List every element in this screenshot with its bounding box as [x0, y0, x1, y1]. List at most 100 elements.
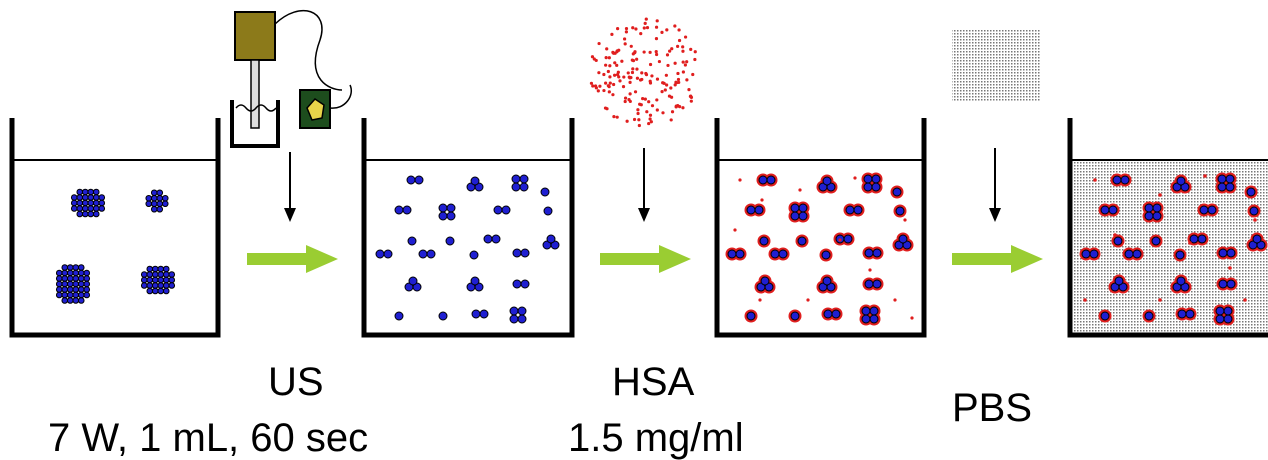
hsa-protein-dot — [657, 59, 662, 64]
coated-particle — [766, 175, 776, 185]
hsa-protein-dot — [693, 50, 697, 54]
hsa-protein-dot — [604, 81, 608, 85]
hsa-protein-dot — [638, 78, 643, 82]
pbs-coated-particle — [1225, 174, 1235, 184]
hsa-protein-dot — [604, 63, 608, 67]
hsa-protein-dot — [626, 71, 630, 75]
hsa-protein-dot — [681, 106, 685, 110]
hsa-protein-dot — [648, 62, 653, 67]
hsa-protein-dot — [597, 71, 601, 75]
hsa-protein-dot — [638, 102, 642, 106]
hsa-protein-dot — [648, 117, 652, 121]
hsa-protein-dot — [655, 19, 659, 23]
pbs-free-protein — [1243, 298, 1247, 302]
coated-particle — [821, 250, 831, 260]
agglomerate-particle — [150, 189, 158, 197]
hsa-protein-dot — [589, 81, 594, 85]
hsa-protein-dot — [665, 53, 670, 57]
hsa-protein-dot — [611, 93, 615, 97]
agglomerate-particle — [87, 188, 95, 196]
agglomerate-particle — [61, 280, 69, 288]
dispersed-particle — [394, 205, 404, 215]
free-protein — [838, 238, 842, 242]
agglomerate-particle — [146, 276, 154, 284]
hsa-protein-dot — [676, 77, 681, 82]
free-protein — [853, 176, 857, 180]
coated-particle — [872, 248, 882, 258]
agglomerate-particle — [77, 297, 85, 304]
pbs-coated-particle — [1120, 175, 1130, 185]
hsa-protein-dot — [642, 50, 646, 54]
agglomerate-particle — [151, 271, 159, 278]
hsa-protein-dot — [610, 32, 614, 36]
hsa-protein-dot — [608, 81, 612, 85]
agglomerate-particle — [66, 291, 74, 299]
agglomerate-particle — [168, 282, 176, 289]
agglomerate-particle — [157, 276, 165, 284]
hsa-protein-dot — [650, 74, 654, 78]
pbs-coated-particle — [1215, 314, 1225, 324]
pbs-free-protein — [1203, 174, 1207, 178]
hsa-protein-dot — [624, 30, 629, 34]
coated-particle — [823, 309, 833, 319]
pbs-coated-particle — [1223, 306, 1233, 316]
pbs-coated-particle — [1100, 311, 1110, 321]
hsa-protein-dot — [621, 85, 626, 89]
coated-particle — [871, 174, 881, 184]
step3-title: PBS — [952, 386, 1033, 430]
dispersed-particle — [470, 276, 480, 286]
agglomerate-particle — [61, 291, 69, 299]
agglomerate-particle — [92, 188, 100, 196]
agglomerate-particle — [156, 194, 164, 202]
hsa-protein-dot — [590, 55, 595, 59]
coated-particle — [790, 311, 800, 321]
coated-particle — [798, 211, 808, 221]
step2-parameters: 1.5 mg/ml — [568, 416, 744, 460]
hsa-protein-dot — [655, 52, 659, 57]
agglomerate-particle — [66, 280, 74, 288]
dispersed-particle — [446, 203, 456, 213]
step2-green-arrow — [600, 245, 691, 273]
dispersed-particle — [520, 279, 530, 289]
agglomerate-particle — [61, 286, 69, 293]
agglomerate-particle — [72, 286, 80, 293]
hsa-protein-dot — [636, 111, 640, 116]
hsa-protein-dot — [630, 70, 635, 75]
pbs-coated-particle — [1152, 211, 1162, 221]
hsa-protein-dot — [613, 73, 617, 77]
pbs-coated-particle — [1246, 187, 1256, 197]
coated-particle — [892, 187, 902, 197]
hsa-protein-dot — [591, 84, 595, 88]
dispersed-particle — [519, 182, 529, 192]
hsa-protein-dot — [689, 94, 693, 98]
agglomerate-particle — [61, 275, 69, 282]
hsa-protein-dot — [685, 60, 689, 64]
hsa-protein-dot — [622, 37, 627, 41]
hsa-protein-dot — [665, 83, 669, 87]
agglomerate-particle — [77, 264, 85, 271]
agglomerate-particle — [92, 199, 100, 207]
agglomerate-particle — [157, 287, 165, 295]
hsa-protein-dot — [647, 100, 651, 104]
dispersed-particle — [493, 205, 503, 215]
hsa-protein-dot — [650, 104, 655, 108]
hsa-protein-dot — [677, 28, 681, 32]
coated-particle — [822, 176, 832, 186]
beaker-coated-particles — [714, 118, 927, 338]
hsa-protein-dot — [654, 50, 658, 54]
pbs-coated-particle — [1108, 205, 1118, 215]
coated-particle — [864, 279, 874, 289]
free-protein — [760, 198, 764, 202]
free-protein — [798, 188, 802, 192]
pbs-free-protein — [1093, 178, 1097, 182]
coated-particle — [869, 314, 879, 324]
hsa-protein-dot — [624, 26, 629, 31]
hsa-protein-dot — [681, 45, 685, 49]
dispersed-particle — [426, 249, 436, 259]
coated-particle — [898, 234, 908, 244]
hsa-protein-dot — [606, 69, 610, 74]
hsa-protein-dot — [635, 67, 639, 71]
pbs-coated-particle — [1176, 176, 1186, 186]
pbs-coated-particle — [1132, 249, 1142, 259]
dispersed-particle — [407, 236, 417, 246]
